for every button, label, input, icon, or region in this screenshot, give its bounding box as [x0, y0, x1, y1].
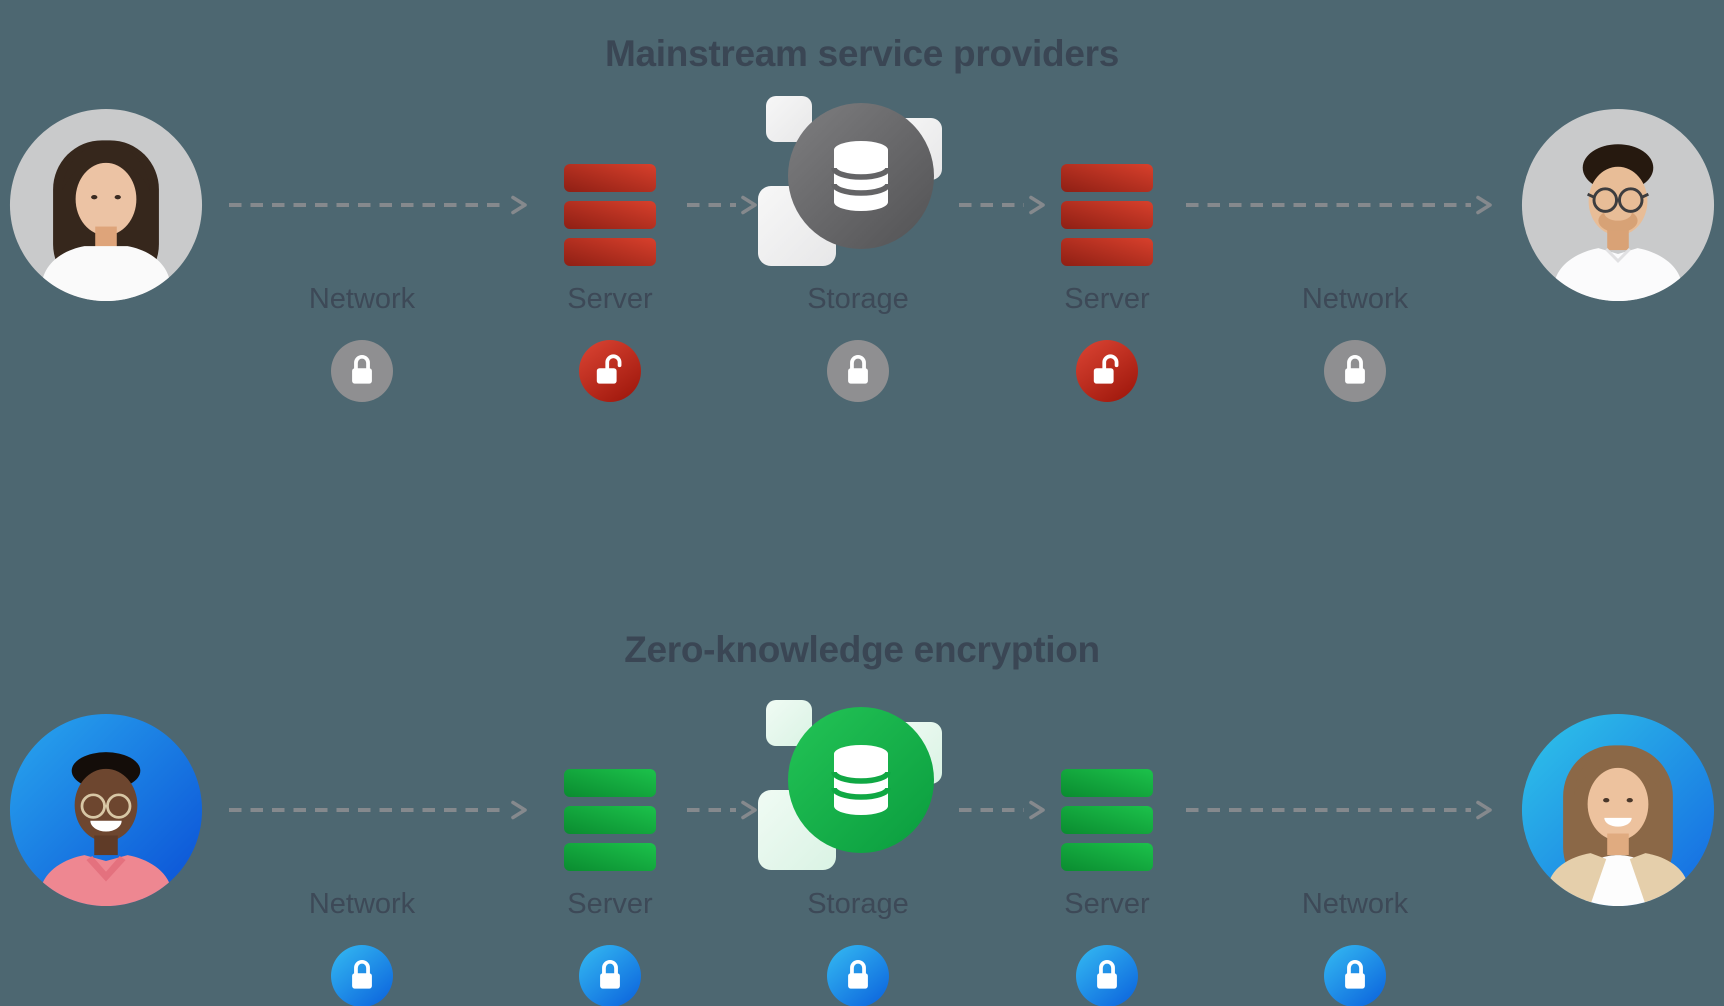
- server-icon: [564, 769, 656, 871]
- unlock-icon: [579, 340, 641, 402]
- section-title-zero-knowledge: Zero-knowledge encryption: [624, 628, 1100, 670]
- lock-icon: [331, 340, 393, 402]
- node-label-network: Network: [308, 283, 416, 315]
- lock-icon: [1076, 945, 1138, 1006]
- node-label-network: Network: [308, 888, 416, 920]
- node-label-server: Server: [1064, 888, 1150, 920]
- database-icon: [831, 141, 891, 211]
- server-icon: [1061, 164, 1153, 266]
- lock-icon: [579, 945, 641, 1006]
- storage-icon: [756, 74, 966, 289]
- server-icon: [564, 164, 656, 266]
- node-label-server: Server: [567, 283, 653, 315]
- server-icon: [1061, 769, 1153, 871]
- avatar-sender-mainstream: [8, 107, 204, 308]
- avatar-sender-zk: [8, 712, 204, 913]
- lock-icon: [827, 945, 889, 1006]
- node-label-network: Network: [1301, 283, 1409, 315]
- node-label-server: Server: [567, 888, 653, 920]
- lock-icon: [331, 945, 393, 1006]
- dashed-arrow-icon: [959, 195, 1045, 215]
- node-label-storage: Storage: [807, 283, 909, 315]
- dashed-arrow-icon: [687, 800, 757, 820]
- dashed-arrow-icon: [229, 800, 527, 820]
- dashed-arrow-icon: [229, 195, 527, 215]
- lock-icon: [827, 340, 889, 402]
- dashed-arrow-icon: [1186, 800, 1492, 820]
- unlock-icon: [1076, 340, 1138, 402]
- dashed-arrow-icon: [1186, 195, 1492, 215]
- avatar-recipient-mainstream: [1520, 107, 1716, 308]
- database-icon: [831, 745, 891, 815]
- node-label-server: Server: [1064, 283, 1150, 315]
- dashed-arrow-icon: [687, 195, 757, 215]
- node-label-network: Network: [1301, 888, 1409, 920]
- node-label-storage: Storage: [807, 888, 909, 920]
- avatar-recipient-zk: [1520, 712, 1716, 913]
- storage-icon: [756, 678, 966, 893]
- lock-icon: [1324, 945, 1386, 1006]
- section-title-mainstream: Mainstream service providers: [605, 32, 1119, 74]
- lock-icon: [1324, 340, 1386, 402]
- dashed-arrow-icon: [959, 800, 1045, 820]
